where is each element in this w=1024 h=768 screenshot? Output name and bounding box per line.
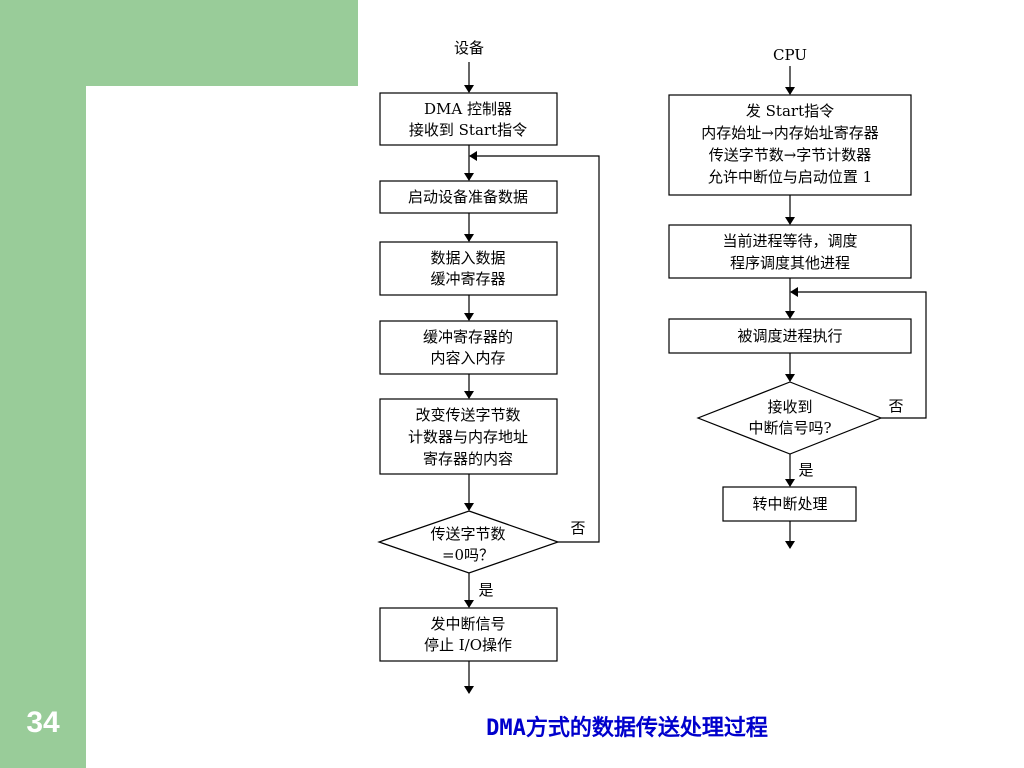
yes-label: 是	[478, 581, 493, 599]
box-text: 内存始址→内存始址寄存器	[701, 124, 879, 142]
box-text: 缓冲寄存器的	[423, 328, 513, 346]
top-green-band	[86, 0, 358, 86]
box-text: 程序调度其他进程	[730, 254, 850, 272]
left-flow: 设备 DMA 控制器 接收到 Start指令 启动设备准备数据 数据入数据 缓冲…	[377, 39, 600, 694]
box-text: 寄存器的内容	[423, 450, 513, 468]
update-counters-box	[379, 398, 558, 475]
decision-text: 接收到	[767, 398, 812, 416]
box-text: 缓冲寄存器	[430, 270, 505, 288]
slide-number: 34	[26, 706, 60, 739]
box-text: 转中断处理	[752, 495, 827, 513]
box-text: 数据入数据	[430, 249, 505, 267]
decision-text: 中断信号吗?	[748, 419, 831, 437]
no-loop-arrow	[790, 287, 927, 419]
no-loop-arrow	[469, 151, 600, 543]
decision-text: =0吗？	[442, 546, 494, 564]
box-text: 停止 I/O操作	[424, 636, 512, 654]
process-wait-box	[668, 224, 912, 279]
box-text: 发 Start指令	[746, 102, 834, 120]
box-text: 当前进程等待，调度	[722, 232, 857, 250]
no-label: 否	[570, 519, 585, 537]
box-text: 发中断信号	[430, 615, 505, 633]
box-text: 传送字节数→字节计数器	[709, 146, 872, 164]
interrupt-handling-box	[722, 486, 857, 522]
left-green-band	[0, 0, 86, 768]
box-text: 启动设备准备数据	[408, 188, 528, 206]
box-text: 改变传送字节数	[415, 406, 520, 424]
box-text: 计数器与内存地址	[408, 428, 528, 446]
scheduled-process-box	[668, 318, 912, 354]
box-text: DMA 控制器	[424, 100, 512, 118]
box-text: 内容入内存	[430, 349, 505, 367]
decision-text: 传送字节数	[430, 525, 505, 543]
cpu-label: CPU	[773, 46, 807, 64]
interrupt-received-decision	[696, 381, 883, 455]
box-text: 接收到 Start指令	[409, 121, 527, 139]
slide-caption: DMA方式的数据传送处理过程	[486, 716, 768, 741]
data-to-buffer-box	[379, 241, 558, 296]
dma-receive-start-box	[379, 92, 558, 146]
box-text: 被调度进程执行	[737, 327, 842, 345]
right-flow: CPU 发 Start指令 内存始址→内存始址寄存器 传送字节数→字节计数器 允…	[668, 46, 927, 549]
start-device-box	[379, 180, 558, 214]
yes-label: 是	[798, 461, 813, 479]
no-label: 否	[888, 397, 903, 415]
issue-start-box	[668, 94, 912, 196]
device-label: 设备	[454, 39, 484, 57]
box-text: 允许中断位与启动位置 1	[708, 168, 872, 186]
